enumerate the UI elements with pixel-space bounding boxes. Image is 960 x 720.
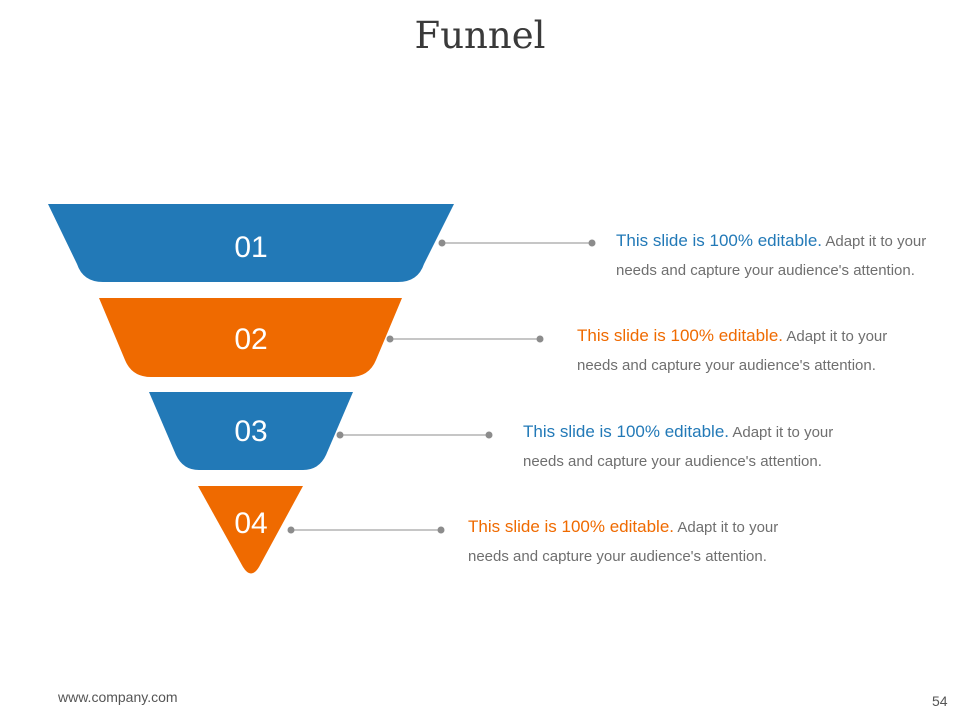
- stage-4-body: Adapt it to your needs and capture your …: [468, 519, 779, 565]
- funnel-stage-1-number: 01: [234, 231, 267, 264]
- stage-3-lead: This slide is 100% editable.: [523, 422, 730, 441]
- funnel-stage-3[interactable]: [149, 392, 353, 470]
- connector-2: [386, 335, 544, 343]
- funnel-stage-2-number: 02: [234, 323, 267, 356]
- stage-2-body: Adapt it to your needs and capture your …: [577, 328, 888, 374]
- stage-1-description: This slide is 100% editable. Adapt it to…: [616, 226, 946, 285]
- funnel-stage-2[interactable]: [99, 298, 402, 377]
- stage-4-description: This slide is 100% editable. Adapt it to…: [468, 512, 798, 571]
- stage-2-lead: This slide is 100% editable.: [577, 326, 784, 345]
- slide-title: Funnel: [414, 14, 546, 57]
- stage-2-description: This slide is 100% editable. Adapt it to…: [577, 321, 907, 380]
- page-number: 54: [932, 693, 948, 709]
- funnel-stage-1[interactable]: [48, 204, 454, 282]
- funnel-stage-3-number: 03: [234, 415, 267, 448]
- connector-3: [336, 431, 493, 439]
- footer-url[interactable]: www.company.com: [58, 689, 178, 705]
- stage-3-description: This slide is 100% editable. Adapt it to…: [523, 417, 853, 476]
- connector-1: [438, 239, 596, 247]
- stage-1-body: Adapt it to your needs and capture your …: [616, 233, 927, 279]
- stage-1-lead: This slide is 100% editable.: [616, 231, 823, 250]
- funnel-stage-4[interactable]: [198, 486, 303, 574]
- funnel-stage-4-number: 04: [234, 507, 267, 540]
- stage-3-body: Adapt it to your needs and capture your …: [523, 424, 834, 470]
- stage-4-lead: This slide is 100% editable.: [468, 517, 675, 536]
- connector-4: [287, 526, 445, 534]
